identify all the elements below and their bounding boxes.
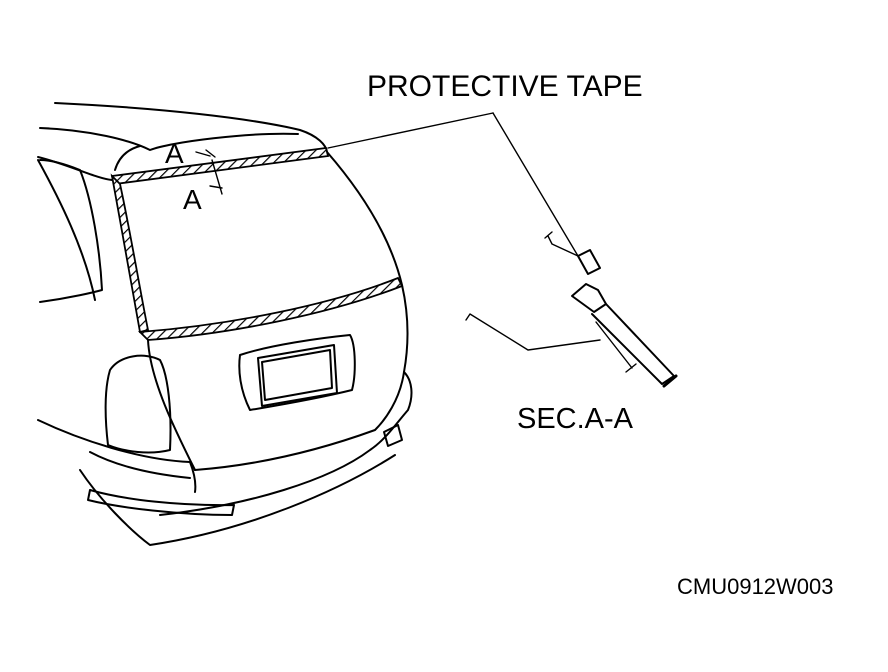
section-mark-lower: A: [183, 184, 202, 215]
liftgate-glass: [110, 147, 404, 341]
section-cut-marks: [195, 149, 223, 195]
side-window: [39, 159, 103, 303]
figure-code: CMU0912W003: [677, 574, 834, 599]
license-plate: [257, 344, 338, 407]
section-title: SEC.A-A: [517, 403, 634, 435]
tail-lamp: [104, 354, 172, 454]
protective-tape-side: [110, 173, 150, 334]
section-mark-upper: A: [165, 138, 184, 169]
protective-tape-top: [110, 147, 330, 185]
rear-bumper: [37, 371, 413, 546]
vehicle-body-outline: [37, 102, 409, 373]
leader-protective-tape: [327, 112, 579, 257]
liftgate-lower-panel: [147, 334, 405, 471]
section-a-a-detail: [465, 231, 678, 388]
protective-tape-label: PROTECTIVE TAPE: [367, 70, 643, 103]
protective-tape-bottom: [137, 276, 404, 341]
